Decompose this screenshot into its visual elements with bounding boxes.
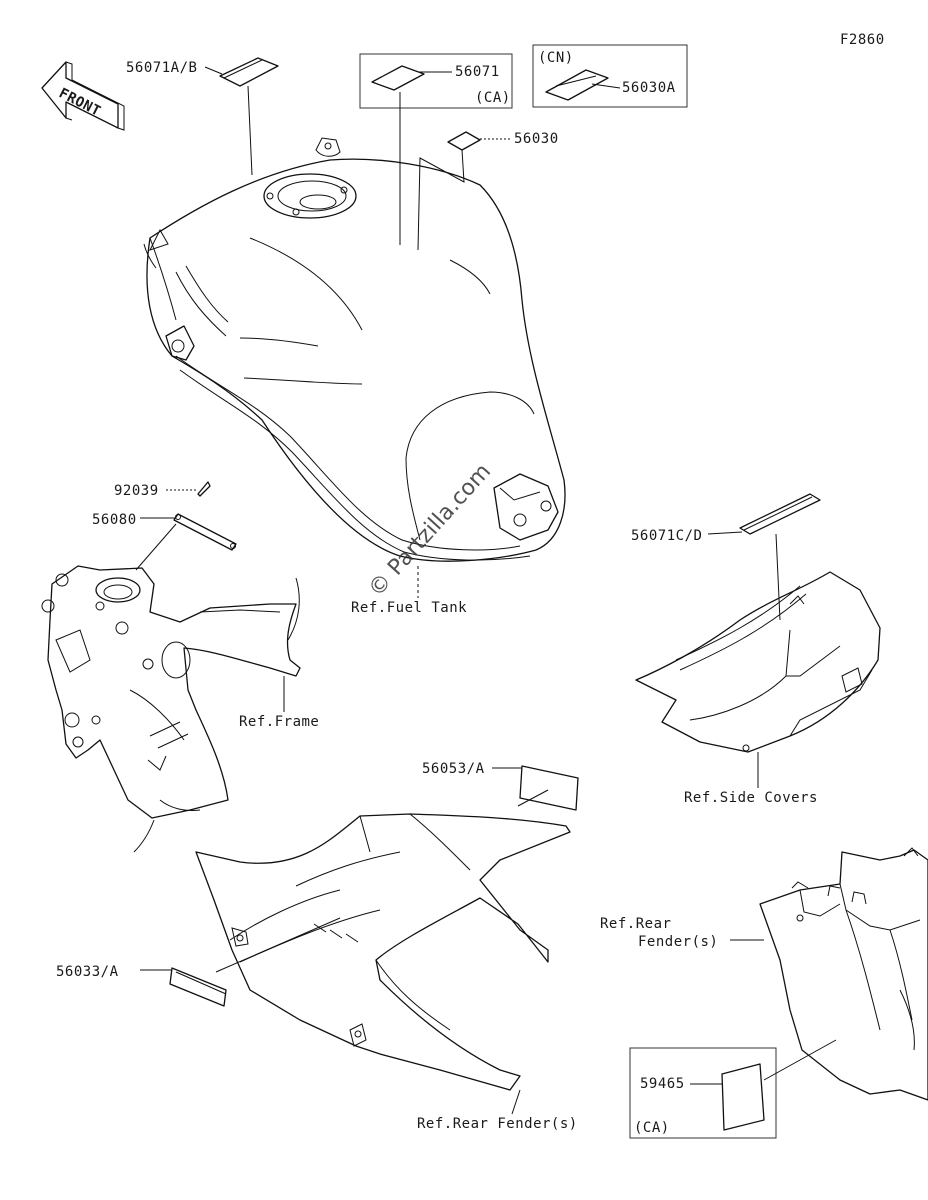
region-tag-cn: (CN) bbox=[538, 50, 574, 66]
label-56053a[interactable]: 56053/A bbox=[422, 761, 579, 811]
label-56030[interactable]: 56030 bbox=[417, 131, 559, 251]
callout-56033a: 56033/A bbox=[56, 964, 119, 980]
callout-59465: 59465 bbox=[640, 1076, 685, 1092]
region-tag-ca-1: (CA) bbox=[475, 90, 511, 106]
rear-fender-lower-drawing bbox=[195, 813, 571, 1091]
region-box-ca-59465 bbox=[629, 1047, 777, 1139]
label-59465-ca-box[interactable]: 59465 (CA) bbox=[629, 1039, 837, 1139]
label-56030a-cn-box[interactable]: (CN) 56030A bbox=[532, 44, 688, 108]
region-box-ca-56071 bbox=[359, 53, 513, 109]
ref-rear-fender-upper-line2[interactable]: Fender(s) bbox=[638, 934, 718, 950]
region-tag-ca-2: (CA) bbox=[634, 1120, 670, 1136]
callout-56053a: 56053/A bbox=[422, 761, 485, 777]
ref-rear-fender-upper-line1[interactable]: Ref.Rear bbox=[600, 916, 671, 932]
callout-56071: 56071 bbox=[455, 64, 500, 80]
label-56033a[interactable]: 56033/A bbox=[56, 917, 341, 1007]
ref-frame[interactable]: Ref.Frame bbox=[239, 714, 319, 730]
watermark: © Partzilla.com bbox=[364, 459, 496, 602]
callout-56080: 56080 bbox=[92, 512, 137, 528]
label-59465 bbox=[721, 1063, 765, 1131]
ref-rear-fender-lower[interactable]: Ref.Rear Fender(s) bbox=[417, 1116, 578, 1132]
clamp-92039[interactable]: 92039 bbox=[114, 481, 211, 499]
band-56080[interactable]: 56080 bbox=[92, 512, 237, 571]
callout-56030a: 56030A bbox=[622, 80, 676, 96]
label-56071cd[interactable]: 56071C/D bbox=[631, 493, 821, 621]
region-box-cn bbox=[532, 44, 688, 108]
callout-56030: 56030 bbox=[514, 131, 559, 147]
ref-side-covers[interactable]: Ref.Side Covers bbox=[684, 790, 818, 806]
frame-drawing bbox=[41, 565, 301, 853]
figure-code: F2860 bbox=[840, 32, 885, 48]
label-56071-ca-box[interactable]: 56071 (CA) bbox=[359, 53, 513, 245]
label-56030a bbox=[545, 69, 609, 101]
callout-56071cd: 56071C/D bbox=[631, 528, 702, 544]
label-56071 bbox=[371, 65, 425, 91]
ref-fuel-tank[interactable]: Ref.Fuel Tank bbox=[351, 600, 467, 616]
callout-56071ab: 56071A/B bbox=[126, 60, 197, 76]
callout-92039: 92039 bbox=[114, 483, 159, 499]
rear-fender-right-drawing bbox=[759, 847, 928, 1101]
front-direction-arrow-icon: FRONT bbox=[41, 61, 125, 131]
side-cover-drawing bbox=[635, 571, 881, 753]
label-56071ab[interactable]: 56071A/B bbox=[126, 57, 279, 176]
fuel-tank-drawing bbox=[143, 137, 566, 562]
